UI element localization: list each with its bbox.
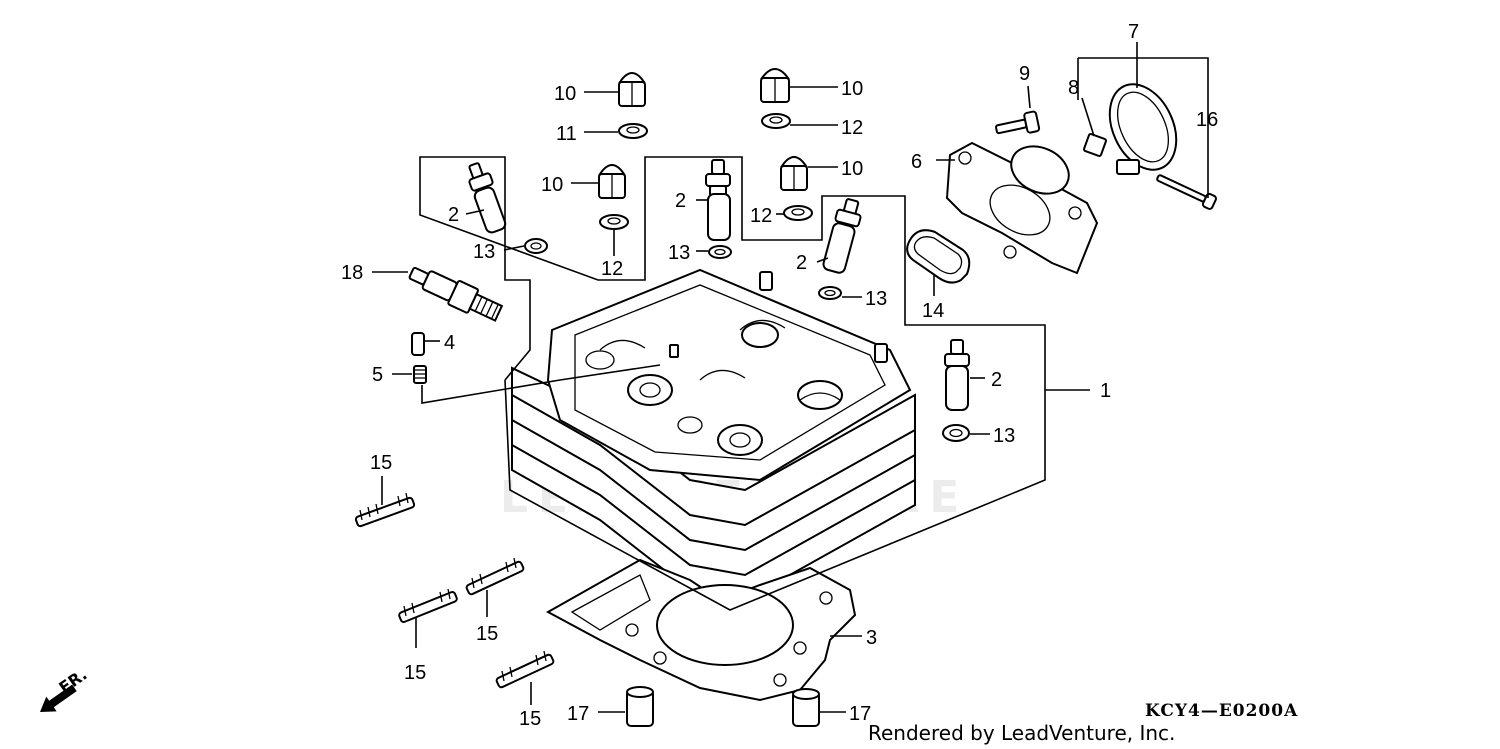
- callout-12[interactable]: 12: [601, 258, 623, 280]
- washer-11[interactable]: [618, 123, 648, 139]
- leader-lines: [372, 85, 1095, 713]
- stud-bolt[interactable]: [465, 557, 525, 596]
- callout-12[interactable]: 12: [750, 205, 772, 227]
- insulator-gasket[interactable]: [906, 229, 971, 284]
- band-screw[interactable]: [1155, 171, 1217, 210]
- o-ring[interactable]: [942, 424, 970, 442]
- callout-13[interactable]: 13: [993, 425, 1015, 447]
- callout-labels: 1 2 2 2 2 3 4 5 6 7 8 9 10 10 10 10 11 1…: [341, 21, 1218, 730]
- callout-9[interactable]: 9: [1019, 63, 1030, 85]
- callout-10[interactable]: 10: [554, 83, 576, 105]
- front-arrow-icon: [40, 684, 77, 712]
- callout-3[interactable]: 3: [866, 627, 877, 649]
- cap-nut[interactable]: [598, 164, 626, 199]
- callout-15[interactable]: 15: [519, 708, 541, 730]
- callout-10[interactable]: 10: [841, 158, 863, 180]
- washer-12[interactable]: [783, 205, 813, 221]
- carburetor-insulator[interactable]: [945, 137, 1099, 275]
- o-ring[interactable]: [708, 245, 732, 259]
- valve-guide[interactable]: [468, 162, 507, 234]
- group-bracket-16: [1077, 42, 1209, 198]
- o-ring[interactable]: [524, 238, 548, 254]
- stud-bolt[interactable]: [495, 650, 555, 689]
- callout-15[interactable]: 15: [404, 662, 426, 684]
- callout-17[interactable]: 17: [567, 703, 589, 725]
- group-bracket-1: [419, 156, 1090, 611]
- callout-6[interactable]: 6: [911, 151, 922, 173]
- front-label: FR.: [55, 665, 90, 698]
- insulator-band[interactable]: [1097, 74, 1189, 181]
- callout-17[interactable]: 17: [849, 703, 871, 725]
- callout-2[interactable]: 2: [448, 204, 459, 226]
- callout-4[interactable]: 4: [444, 332, 455, 354]
- o-ring[interactable]: [818, 286, 842, 300]
- stud-bolt[interactable]: [398, 588, 458, 623]
- cylinder-head[interactable]: [511, 268, 916, 602]
- callout-1[interactable]: 1: [1100, 380, 1111, 402]
- cap-nut[interactable]: [618, 72, 646, 107]
- callout-13[interactable]: 13: [473, 241, 495, 263]
- callout-8[interactable]: 8: [1068, 77, 1079, 99]
- valve-guide[interactable]: [822, 198, 862, 274]
- dowel-pin[interactable]: [626, 686, 654, 727]
- spark-plug[interactable]: [406, 261, 504, 325]
- clip-nut[interactable]: [1083, 133, 1107, 157]
- front-direction-marker: FR.: [40, 665, 91, 712]
- callout-15[interactable]: 15: [370, 452, 392, 474]
- valve-guide[interactable]: [705, 159, 731, 241]
- callout-12[interactable]: 12: [841, 117, 863, 139]
- callout-18[interactable]: 18: [341, 262, 363, 284]
- dowel-4[interactable]: [411, 332, 425, 356]
- washer-12[interactable]: [599, 214, 629, 230]
- flange-bolt[interactable]: [994, 110, 1041, 139]
- cap-nut[interactable]: [760, 68, 790, 103]
- stud-bolt[interactable]: [354, 492, 416, 528]
- washer-12[interactable]: [761, 113, 791, 129]
- jet-screw-5[interactable]: [413, 365, 427, 384]
- callout-2[interactable]: 2: [991, 369, 1002, 391]
- callout-11[interactable]: 11: [556, 123, 577, 145]
- callout-13[interactable]: 13: [668, 242, 690, 264]
- valve-guide[interactable]: [944, 339, 970, 411]
- callout-2[interactable]: 2: [675, 190, 686, 212]
- head-gasket[interactable]: [545, 558, 857, 702]
- render-credit: Rendered by LeadVenture, Inc.: [868, 721, 1175, 745]
- callout-5[interactable]: 5: [372, 364, 383, 386]
- callout-7[interactable]: 7: [1128, 21, 1139, 43]
- callout-2[interactable]: 2: [796, 252, 807, 274]
- callout-16[interactable]: 16: [1196, 109, 1218, 131]
- callout-10[interactable]: 10: [841, 78, 863, 100]
- cap-nut[interactable]: [780, 156, 808, 191]
- callout-14[interactable]: 14: [922, 300, 944, 322]
- dowel-pin[interactable]: [792, 688, 820, 727]
- callout-10[interactable]: 10: [541, 174, 563, 196]
- callout-13[interactable]: 13: [865, 288, 887, 310]
- diagram-code: KCY4—E0200A: [1145, 701, 1298, 721]
- callout-15[interactable]: 15: [476, 623, 498, 645]
